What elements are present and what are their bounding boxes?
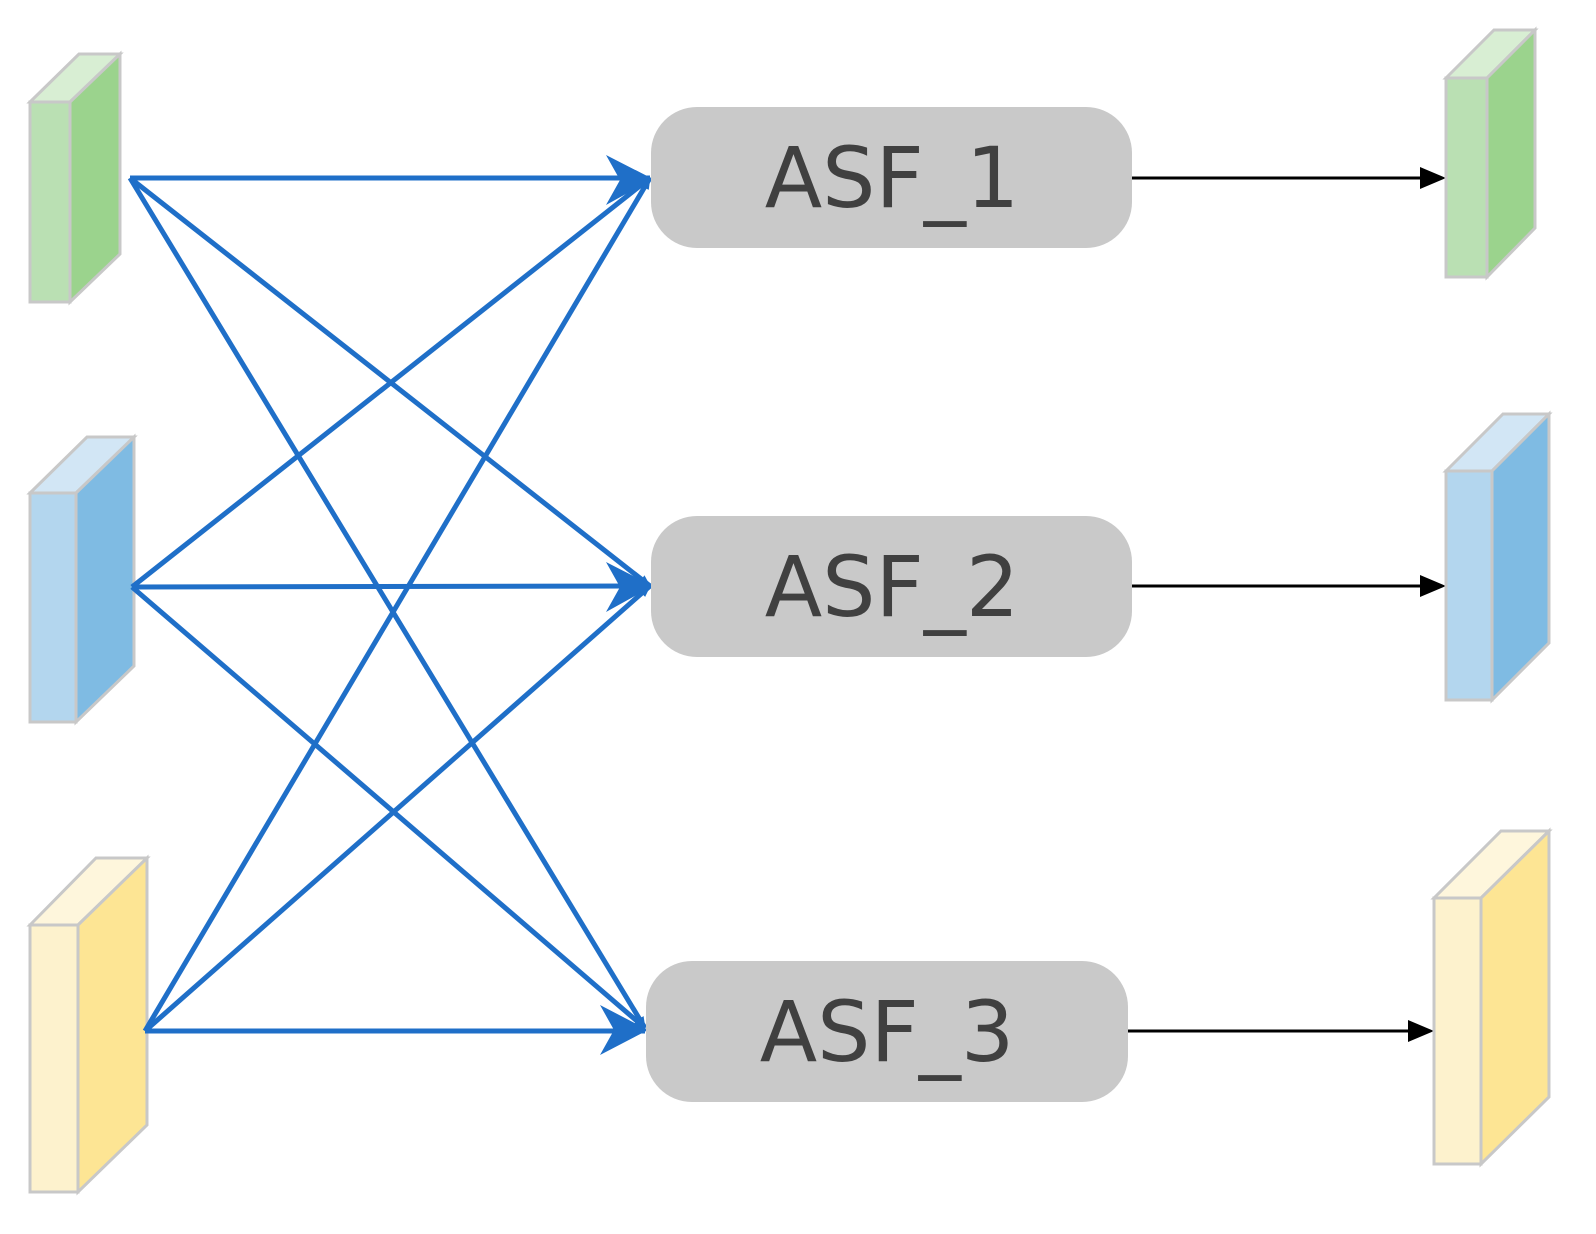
input-2-front bbox=[28, 491, 78, 724]
asf-3: ASF_3 bbox=[646, 961, 1128, 1102]
asf-2: ASF_2 bbox=[651, 516, 1132, 657]
asf-1-label: ASF_1 bbox=[765, 129, 1020, 227]
arrowhead-asf-2 bbox=[606, 562, 653, 612]
output-feature-2 bbox=[1442, 410, 1553, 704]
connector-2-to-asf-3 bbox=[130, 585, 647, 1030]
connector-1-to-asf-3 bbox=[127, 176, 648, 1030]
asf-2-box bbox=[651, 516, 1132, 657]
asf-2-label: ASF_2 bbox=[765, 538, 1020, 636]
connector-2-to-asf-2 bbox=[131, 581, 651, 592]
output-feature-3 bbox=[1430, 827, 1553, 1168]
output-arrowhead-1 bbox=[1420, 167, 1446, 189]
input-feature-1 bbox=[26, 50, 124, 306]
asf-3-label: ASF_3 bbox=[760, 983, 1015, 1081]
input-connectors bbox=[127, 173, 653, 1036]
input-feature-2 bbox=[26, 433, 138, 726]
connector-3-to-asf-1 bbox=[142, 176, 653, 1033]
output-feature-1 bbox=[1442, 26, 1539, 281]
asf-1-box bbox=[651, 107, 1132, 248]
arrowhead-asf-3 bbox=[600, 1005, 648, 1055]
connector-3-to-asf-2 bbox=[143, 584, 652, 1033]
input-arrowheads bbox=[600, 155, 653, 1055]
output-arrowhead-3 bbox=[1408, 1020, 1434, 1042]
output-arrowhead-2 bbox=[1420, 575, 1446, 597]
output-connectors bbox=[1128, 167, 1446, 1042]
output-1-front bbox=[1444, 76, 1489, 279]
input-1-front bbox=[28, 100, 72, 304]
arrowhead-asf-1 bbox=[606, 155, 653, 205]
output-3-front bbox=[1432, 896, 1483, 1166]
asf-3-box bbox=[646, 961, 1128, 1102]
connector-2-to-asf-1 bbox=[130, 176, 652, 589]
input-feature-3 bbox=[26, 854, 151, 1196]
output-2-front bbox=[1444, 469, 1494, 702]
asf-1: ASF_1 bbox=[651, 107, 1132, 248]
input-3-front bbox=[28, 923, 80, 1194]
